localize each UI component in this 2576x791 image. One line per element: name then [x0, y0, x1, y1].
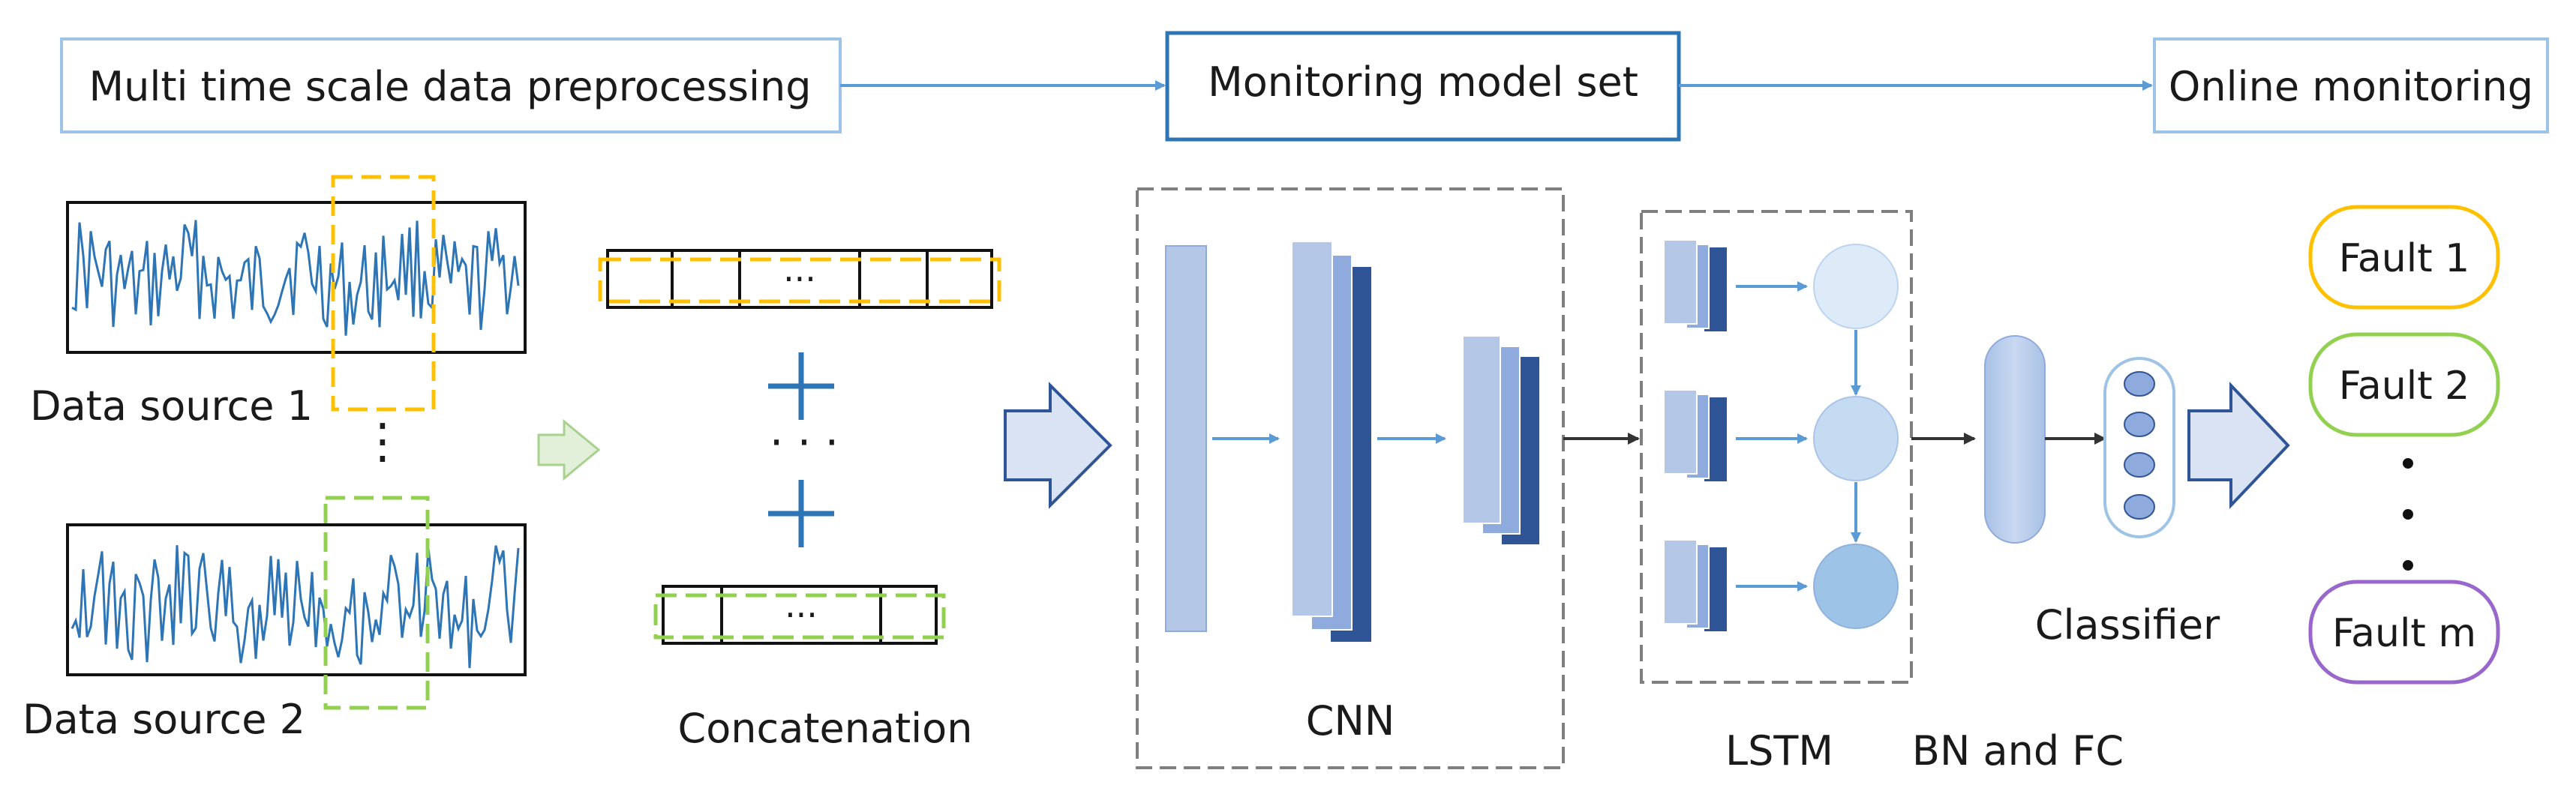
source-ellipsis: ⋮ [359, 414, 407, 469]
lstm-cell-1 [1813, 244, 1899, 329]
window-highlight-1 [331, 175, 436, 412]
lstm-input-stack [1663, 389, 1727, 481]
classifier-node [2124, 412, 2155, 437]
fault-ellipsis-dot [2403, 458, 2413, 469]
fault-1-label: Fault 1 [2339, 236, 2469, 281]
fault-ellipsis-dot [2403, 560, 2413, 571]
bn-fc-block: BN and FC [1912, 335, 2124, 775]
classifier-capsule [2103, 357, 2175, 538]
classifier-label: Classifier [2035, 601, 2220, 649]
cnn-pool-layer-front [1462, 335, 1501, 524]
segment-bar-bottom [662, 585, 938, 645]
stage-label-preprocessing: Multi time scale data preprocessing [89, 63, 812, 110]
bn-fc-layer [1984, 335, 2046, 544]
cnn-block: CNN [1136, 187, 1565, 769]
lstm-cell-3 [1813, 544, 1899, 629]
stage-box-preprocessing [60, 37, 842, 133]
window-highlight-2 [323, 496, 430, 710]
signal-waveform-1 [71, 220, 520, 336]
classifier-block: Classifier [2035, 357, 2220, 649]
data-source-2-label: Data source 2 [23, 696, 305, 743]
lstm-input-stack [1663, 239, 1727, 331]
cnn-input-layer [1165, 245, 1207, 632]
segment-ellipsis-top: ··· [783, 259, 816, 299]
fault-m-label: Fault m [2332, 611, 2476, 656]
classifier-node [2124, 452, 2155, 478]
concatenation-block: ··· · · · ··· Concatenation [598, 249, 1001, 752]
concatenation-label: Concatenation [678, 705, 973, 752]
stage-label-online: Online monitoring [2169, 63, 2533, 110]
plus-icon [768, 352, 834, 420]
lstm-input-stack [1663, 539, 1727, 631]
preprocess-arrow [537, 418, 601, 481]
lstm-cell-2 [1813, 396, 1899, 481]
stage-box-online [2153, 37, 2549, 133]
segment-ellipsis-bottom: ··· [785, 595, 818, 635]
signal-frame-2 [66, 523, 527, 676]
cnn-dashed-frame [1136, 187, 1565, 769]
concat-ellipsis: · · · [770, 417, 839, 468]
classifier-node [2124, 494, 2155, 520]
fault-ellipsis-dot [2403, 509, 2413, 520]
fault-1-box [2308, 205, 2500, 310]
lstm-dashed-frame [1640, 210, 1913, 684]
data-source-1: Data source 1 [30, 175, 527, 430]
stage-label-model-set: Monitoring model set [1208, 58, 1638, 106]
fault-2-label: Fault 2 [2339, 364, 2469, 409]
classifier-node [2124, 371, 2155, 397]
segment-highlight-green [653, 593, 946, 640]
bn-fc-label: BN and FC [1912, 727, 2124, 775]
cnn-conv-layer-front [1291, 241, 1333, 617]
lstm-label: LSTM [1725, 727, 1833, 775]
segment-highlight-yellow [598, 257, 1001, 304]
header-pipeline: Multi time scale data preprocessing Moni… [60, 31, 2549, 142]
fault-2-box [2308, 332, 2500, 437]
cnn-label: CNN [1306, 697, 1395, 745]
stage-box-model-set [1165, 31, 1681, 142]
signal-waveform-2 [71, 545, 520, 669]
lstm-block: LSTM [1640, 210, 1913, 775]
input-arrow [1004, 382, 1112, 509]
data-source-2: Data source 2 [23, 496, 527, 743]
plus-icon [768, 480, 834, 547]
data-source-1-label: Data source 1 [30, 382, 313, 430]
output-arrow [2187, 381, 2290, 510]
fault-m-box [2308, 580, 2500, 685]
fault-list: Fault 1 Fault 2 Fault m [2308, 205, 2500, 685]
